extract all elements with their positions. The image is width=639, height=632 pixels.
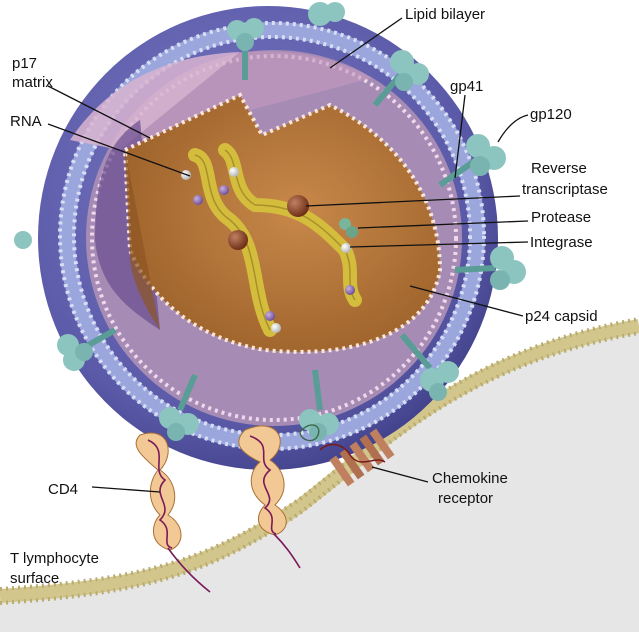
leader-cd4	[91, 486, 161, 493]
label-rna: RNA	[10, 113, 42, 130]
leader-gp120	[497, 114, 529, 143]
label-p17-line2: matrix	[12, 74, 53, 91]
gp-spike-right-1	[438, 134, 506, 188]
gp-spike-bottom-left	[159, 373, 199, 441]
label-transcriptase: transcriptase	[522, 181, 608, 198]
cutaway-wedge	[70, 52, 240, 150]
leader-reverse-transcriptase	[305, 195, 521, 207]
gp-spike-right-2	[454, 246, 526, 290]
gp-spike-top	[227, 18, 264, 80]
t-lymphocyte-cell	[0, 330, 639, 632]
label-p24-capsid: p24 capsid	[525, 308, 598, 325]
integrase-bead	[341, 243, 351, 253]
label-lipid-bilayer: Lipid bilayer	[405, 6, 485, 23]
gp-spike-far-left	[14, 231, 32, 249]
leader-p24-capsid	[409, 285, 524, 317]
label-t-lymphocyte: T lymphocyte	[10, 550, 99, 567]
leader-protease	[357, 220, 529, 229]
label-receptor: receptor	[438, 490, 493, 507]
gp-spike-left	[57, 327, 117, 371]
reverse-transcriptase-bead	[287, 195, 309, 217]
label-integrase: Integrase	[530, 234, 593, 251]
leader-chemokine-receptor	[371, 466, 429, 483]
leader-p17-matrix	[47, 85, 151, 139]
leader-rna	[47, 123, 191, 177]
gp-spike-lower-right	[399, 333, 459, 401]
label-reverse: Reverse	[531, 160, 587, 177]
gp-spike-bottom	[299, 369, 339, 441]
leader-lipid-bilayer	[329, 17, 403, 69]
t-lymphocyte-membrane	[0, 319, 639, 603]
label-p17-line1: p17	[12, 55, 37, 72]
protease-bead-a	[339, 218, 351, 230]
gp-spike-top-right	[372, 50, 429, 107]
label-protease: Protease	[531, 209, 591, 226]
leader-integrase	[349, 241, 529, 248]
leader-gp41	[454, 94, 466, 179]
label-surface: surface	[10, 570, 59, 587]
label-gp120: gp120	[530, 106, 572, 123]
label-cd4: CD4	[48, 481, 78, 498]
label-chemokine: Chemokine	[432, 470, 508, 487]
label-gp41: gp41	[450, 78, 483, 95]
reverse-transcriptase-bead-2	[228, 230, 248, 250]
cd4-receptor-2	[238, 425, 301, 569]
protease-bead-b	[346, 226, 358, 238]
chemokine-receptor-shape	[299, 424, 395, 487]
